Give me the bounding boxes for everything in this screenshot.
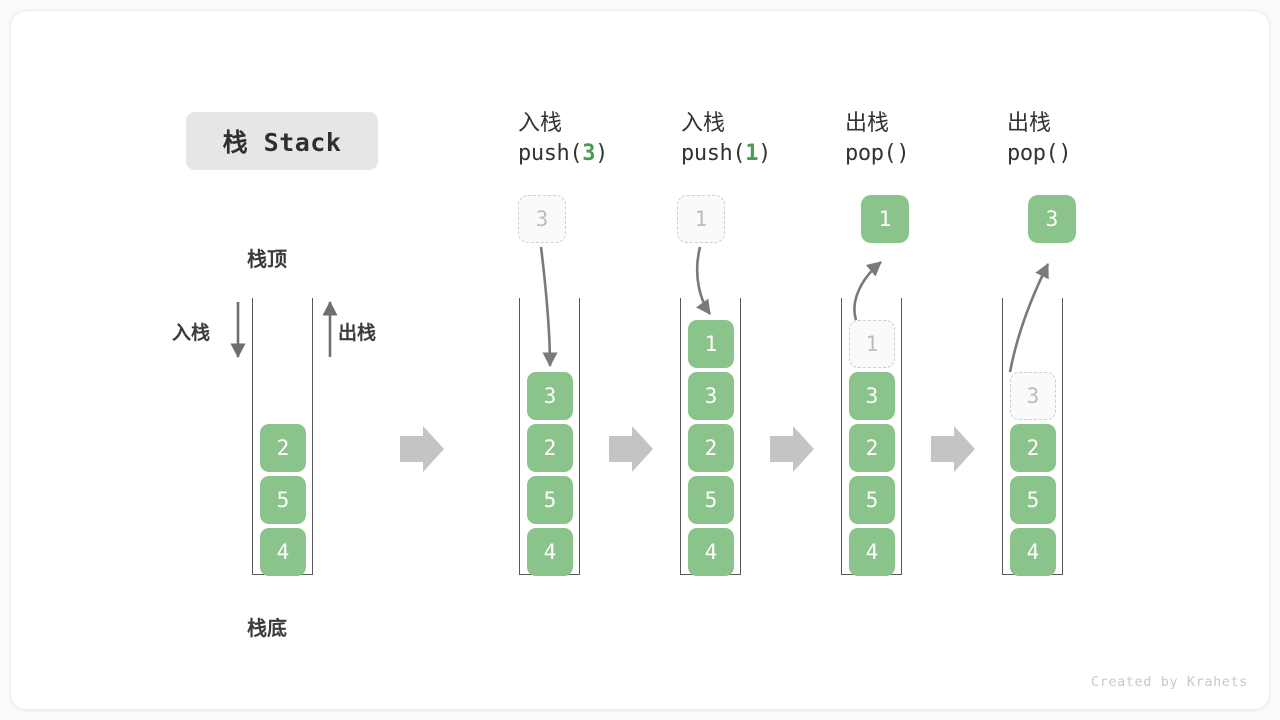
code-prefix: pop( <box>1007 141 1059 167</box>
column-header-pop-1: 出栈 pop() <box>845 107 910 169</box>
title-badge: 栈 Stack <box>186 112 378 170</box>
floating-value-box: 1 <box>677 195 725 243</box>
stack-wall-right <box>1062 298 1063 574</box>
stack-top-label: 栈顶 <box>247 249 287 271</box>
code-suffix: ) <box>1058 141 1072 167</box>
stack-wall-right <box>312 298 313 574</box>
column-header-code: pop() <box>845 138 910 169</box>
stack-cell: 4 <box>260 528 306 576</box>
stack-cell: 4 <box>849 528 895 576</box>
floating-value-box: 3 <box>1028 195 1076 243</box>
stack-column-push-3: 4 5 2 3 <box>519 298 581 582</box>
column-header-zh: 入栈 <box>518 110 563 135</box>
stack-wall-left <box>252 298 253 574</box>
column-header-code: pop() <box>1007 138 1072 169</box>
column-header-push-3: 入栈 push(3) <box>518 107 608 169</box>
stack-wall-right <box>901 298 902 574</box>
stack-wall-left <box>519 298 520 574</box>
stack-slots: 4 5 2 3 1 <box>849 316 895 576</box>
stack-slots: 4 5 2 <box>260 420 306 576</box>
column-header-code: push(1) <box>681 138 771 169</box>
stack-wall-right <box>579 298 580 574</box>
stack-cell: 2 <box>688 424 734 472</box>
column-header-zh: 入栈 <box>681 110 726 135</box>
code-suffix: ) <box>595 141 608 167</box>
stack-column-push-1: 4 5 2 3 1 <box>680 298 742 582</box>
push-side-label: 入栈 <box>172 323 211 344</box>
stack-cell: 1 <box>688 320 734 368</box>
stack-wall-left <box>680 298 681 574</box>
stack-slots: 4 5 2 3 <box>527 368 573 576</box>
stack-cell: 4 <box>688 528 734 576</box>
stack-cell: 5 <box>688 476 734 524</box>
stack-wall-left <box>841 298 842 574</box>
code-arg: 3 <box>582 141 596 167</box>
pop-side-label: 出栈 <box>338 323 377 344</box>
stack-cell-ghost: 1 <box>849 320 895 368</box>
column-header-pop-2: 出栈 pop() <box>1007 107 1072 169</box>
column-header-zh: 出栈 <box>845 110 890 135</box>
code-prefix: push( <box>518 141 583 167</box>
code-suffix: ) <box>758 141 771 167</box>
stack-slots: 4 5 2 3 1 <box>688 316 734 576</box>
credit-text: Created by Krahets <box>1090 674 1248 690</box>
stack-cell: 2 <box>527 424 573 472</box>
code-prefix: push( <box>681 141 746 167</box>
stack-column-pop-2: 4 5 2 3 <box>1002 298 1064 582</box>
code-suffix: ) <box>896 141 910 167</box>
stack-cell: 5 <box>260 476 306 524</box>
stack-cell: 4 <box>1010 528 1056 576</box>
stack-cell: 3 <box>688 372 734 420</box>
code-arg: 1 <box>745 141 759 167</box>
stack-column-pop-1: 4 5 2 3 1 <box>841 298 903 582</box>
stack-cell: 3 <box>849 372 895 420</box>
stack-wall-right <box>740 298 741 574</box>
stack-cell: 4 <box>527 528 573 576</box>
stack-cell: 3 <box>527 372 573 420</box>
stack-cell: 2 <box>1010 424 1056 472</box>
stack-cell: 2 <box>260 424 306 472</box>
column-header-zh: 出栈 <box>1007 110 1052 135</box>
stack-cell-ghost: 3 <box>1010 372 1056 420</box>
floating-value-box: 1 <box>861 195 909 243</box>
column-header-push-1: 入栈 push(1) <box>681 107 771 169</box>
stack-wall-left <box>1002 298 1003 574</box>
column-header-code: push(3) <box>518 138 608 169</box>
stack-cell: 5 <box>849 476 895 524</box>
stack-bottom-label: 栈底 <box>247 618 287 640</box>
stack-cell: 5 <box>527 476 573 524</box>
code-prefix: pop( <box>845 141 897 167</box>
stack-column-initial: 4 5 2 <box>252 298 314 582</box>
stack-slots: 4 5 2 3 <box>1010 368 1056 576</box>
stack-cell: 5 <box>1010 476 1056 524</box>
floating-value-box: 3 <box>518 195 566 243</box>
stack-cell: 2 <box>849 424 895 472</box>
